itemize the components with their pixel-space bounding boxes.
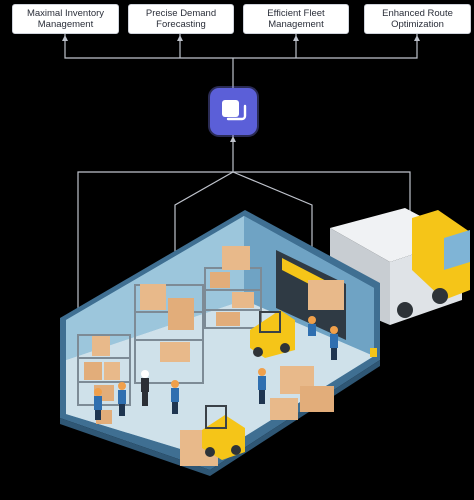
box-stacks [96, 280, 344, 466]
feature-label: Efficient Fleet Management [267, 8, 325, 30]
wall-light-icon [370, 348, 377, 357]
forklift-icon [250, 310, 295, 358]
feature-maximal-inventory: Maximal Inventory Management [12, 4, 119, 34]
feature-label: Maximal Inventory Management [26, 8, 105, 30]
forklift-icon [202, 405, 245, 460]
feature-precise-demand: Precise Demand Forecasting [128, 4, 234, 34]
worker-icons [94, 316, 338, 420]
feature-enhanced-route: Enhanced Route Optimization [364, 4, 471, 34]
hub-layers-icon [210, 88, 257, 135]
feature-label: Enhanced Route Optimization [382, 8, 453, 30]
feature-label: Precise Demand Forecasting [145, 8, 217, 30]
feature-efficient-fleet: Efficient Fleet Management [243, 4, 349, 34]
storage-shelves [77, 246, 262, 406]
